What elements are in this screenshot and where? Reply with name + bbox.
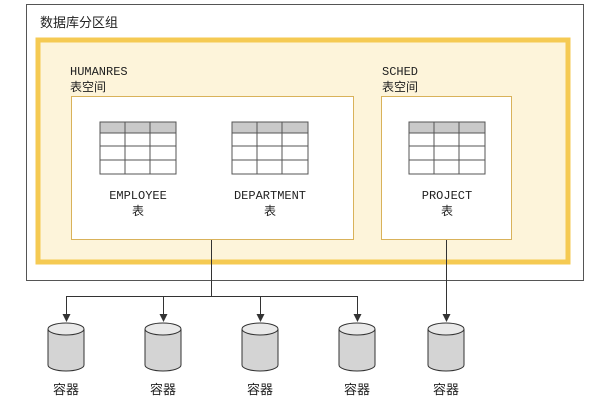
table-project: PROJECT 表 [408, 121, 486, 218]
tablespace-sched: SCHED 表空间 PROJECT 表 [381, 65, 512, 240]
container-3: 容器 [241, 322, 279, 398]
container-label: 容器 [247, 382, 273, 398]
table-name: EMPLOYEE [109, 189, 167, 203]
table-grid-icon [231, 121, 309, 175]
tablespace-label: 表空间 [70, 80, 106, 94]
disk-cylinder-icon [338, 322, 376, 372]
table-grid-icon [99, 121, 177, 175]
disk-cylinder-icon [47, 322, 85, 372]
partition-group-title: 数据库分区组 [40, 15, 118, 31]
table-label: 表 [132, 204, 144, 218]
disk-cylinder-icon [241, 322, 279, 372]
container-label: 容器 [344, 382, 370, 398]
tablespace-label: 表空间 [382, 80, 418, 94]
table-label: 表 [264, 204, 276, 218]
tablespace-name: HUMANRES [70, 65, 128, 79]
container-1: 容器 [47, 322, 85, 398]
container-2: 容器 [144, 322, 182, 398]
container-4: 容器 [338, 322, 376, 398]
tablespace-humanres: HUMANRES 表空间 EMPLOYEE 表 [70, 65, 354, 240]
table-name: DEPARTMENT [234, 189, 306, 203]
disk-cylinder-icon [144, 322, 182, 372]
container-5: 容器 [427, 322, 465, 398]
table-label: 表 [441, 204, 453, 218]
table-grid-icon [408, 121, 486, 175]
tablespace-name: SCHED [382, 65, 418, 79]
table-employee: EMPLOYEE 表 [99, 121, 177, 218]
container-label: 容器 [150, 382, 176, 398]
container-label: 容器 [433, 382, 459, 398]
disk-cylinder-icon [427, 322, 465, 372]
table-department: DEPARTMENT 表 [231, 121, 309, 218]
container-label: 容器 [53, 382, 79, 398]
table-name: PROJECT [422, 189, 472, 203]
humanres-connectors [62, 240, 362, 322]
